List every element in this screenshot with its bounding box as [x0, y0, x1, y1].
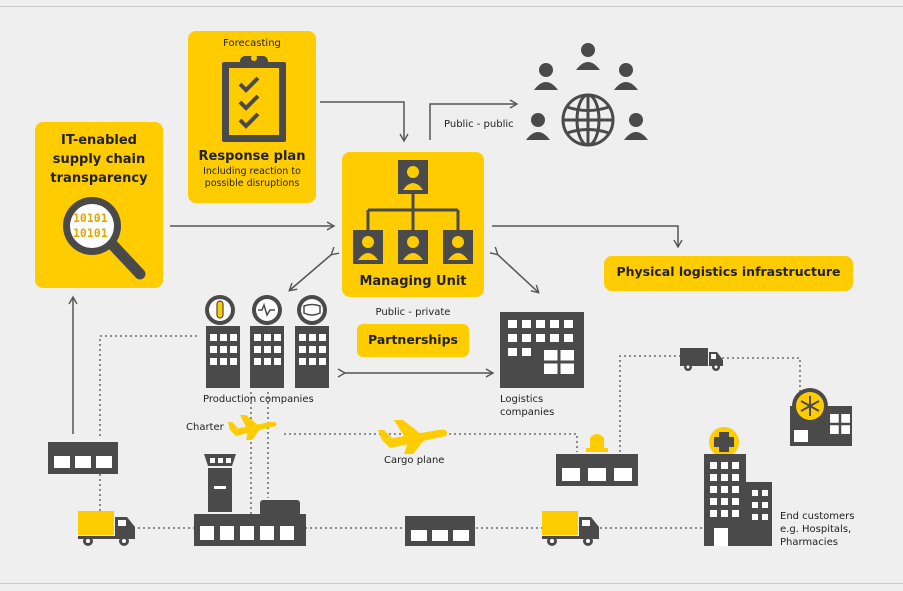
- arrow-managing-production: [288, 246, 340, 292]
- transparency-line-3: transparency: [50, 171, 148, 186]
- production-buildings-icon: [205, 295, 329, 388]
- store-with-beacon-icon: [556, 434, 638, 486]
- transparency-line-1: IT-enabled: [61, 133, 137, 148]
- cargo-plane-icon: [378, 420, 447, 454]
- transparency-line-2: supply chain: [52, 152, 146, 167]
- truck-left-icon: [78, 511, 135, 546]
- forecasting-caption: Forecasting: [223, 38, 281, 49]
- person-tile: [398, 160, 428, 194]
- response-plan-subtitle-1: Including reaction to: [203, 166, 301, 177]
- hospital-icon: [704, 427, 772, 546]
- org-chart-icon: [353, 160, 473, 264]
- partnerships-label: Partnerships: [368, 332, 458, 347]
- clipboard-checklist-icon: [222, 55, 286, 142]
- bottom-divider: [0, 583, 903, 584]
- face-mask-icon: [303, 303, 321, 316]
- infrastructure-label: Physical logistics infrastructure: [616, 264, 841, 279]
- public-public-label: Public - public: [444, 119, 514, 130]
- arrow-response-to-managing: [320, 101, 409, 143]
- cargo-plane-label: Cargo plane: [384, 455, 445, 466]
- heartbeat-icon: [258, 302, 275, 317]
- end-customers-line-3: Pharmacies: [780, 537, 838, 548]
- truck-right-icon: [542, 511, 599, 546]
- charter-label: Charter: [186, 422, 224, 433]
- warehouse-middle-icon: [405, 516, 475, 546]
- arrow-managing-to-infrastructure: [492, 225, 683, 249]
- end-customers-line-2: e.g. Hospitals,: [780, 524, 852, 535]
- test-tube-icon: [216, 300, 224, 319]
- top-divider: [0, 6, 903, 7]
- logistics-label-2: companies: [500, 407, 555, 418]
- arrow-managing-to-network: [429, 99, 519, 140]
- cold-storage-icon: [790, 388, 852, 446]
- infrastructure-box: [604, 256, 853, 291]
- van-icon: [680, 348, 723, 371]
- logistics-label-1: Logistics: [500, 394, 544, 405]
- partnerships-box: [357, 324, 469, 357]
- production-label: Production companies: [203, 394, 314, 405]
- public-private-label: Public - private: [375, 307, 451, 318]
- globe-network-icon: [526, 43, 648, 147]
- arrow-managing-logistics: [489, 246, 540, 294]
- response-plan-title: Response plan: [198, 149, 306, 164]
- dotted-supply-lines: [99, 335, 801, 529]
- charter-plane-icon: [228, 415, 277, 440]
- binary-text-1: 10101: [73, 211, 108, 225]
- snowflake-icon: [800, 396, 820, 416]
- end-customers-line-1: End customers: [780, 511, 855, 522]
- managing-unit-title: Managing Unit: [359, 274, 467, 289]
- magnifier-icon: [63, 197, 146, 280]
- warehouse-left-icon: [48, 442, 118, 474]
- binary-text-2: 10101: [73, 226, 108, 240]
- airport-icon: [194, 454, 306, 546]
- response-plan-subtitle-2: possible disruptions: [204, 178, 300, 189]
- logistics-building-icon: [500, 312, 584, 388]
